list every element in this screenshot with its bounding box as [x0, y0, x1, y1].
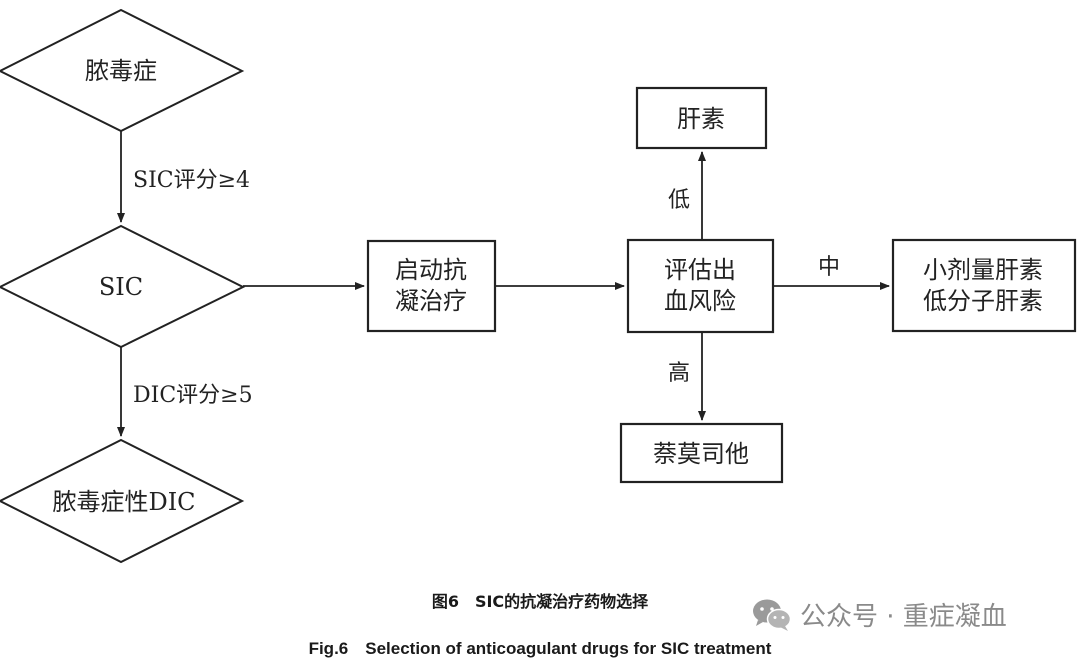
- node-septic-dic: [0, 438, 245, 564]
- watermark-text: 公众号 · 重症凝血: [800, 602, 1007, 632]
- edge-label-dic-score: DIC评分≥5: [133, 383, 253, 408]
- node-start-anticoagulation: [366, 239, 497, 333]
- node-assess-bleeding-risk-line-2: 血风险: [664, 287, 736, 315]
- node-septic-dic-label: 脓毒症性DIC: [52, 488, 195, 516]
- node-start-anticoagulation-line-1: 启动抗: [395, 256, 467, 284]
- edge-label-risk-low: 低: [668, 188, 690, 213]
- node-sepsis-label: 脓毒症: [85, 57, 157, 85]
- node-assess-bleeding-risk: [626, 238, 775, 334]
- edge-label-risk-high: 高: [668, 361, 690, 386]
- edge-label-sic-score: SIC评分≥4: [133, 168, 250, 193]
- node-low-dose-heparin: [891, 238, 1077, 333]
- node-start-anticoagulation-line-2: 凝治疗: [395, 287, 467, 315]
- wechat-watermark: 公众号 · 重症凝血: [752, 596, 1007, 633]
- node-sepsis: [0, 8, 245, 133]
- node-heparin: [635, 86, 768, 150]
- node-nafamostat-label: 萘莫司他: [653, 440, 749, 468]
- node-sic-label: SIC: [99, 273, 143, 301]
- wechat-icon: [752, 598, 792, 632]
- node-low-dose-heparin-line-1: 小剂量肝素: [923, 256, 1043, 284]
- node-sic: [0, 224, 246, 349]
- figure-caption-chinese: 图6 SIC的抗凝治疗药物选择: [431, 592, 649, 611]
- node-nafamostat: [619, 422, 784, 484]
- node-heparin-label: 肝素: [677, 105, 725, 133]
- node-assess-bleeding-risk-line-1: 评估出: [664, 256, 736, 284]
- edge-label-risk-medium: 中: [818, 255, 840, 280]
- node-low-dose-heparin-line-2: 低分子肝素: [923, 287, 1043, 315]
- figure-caption-english: Fig.6 Selection of anticoagulant drugs f…: [308, 639, 772, 658]
